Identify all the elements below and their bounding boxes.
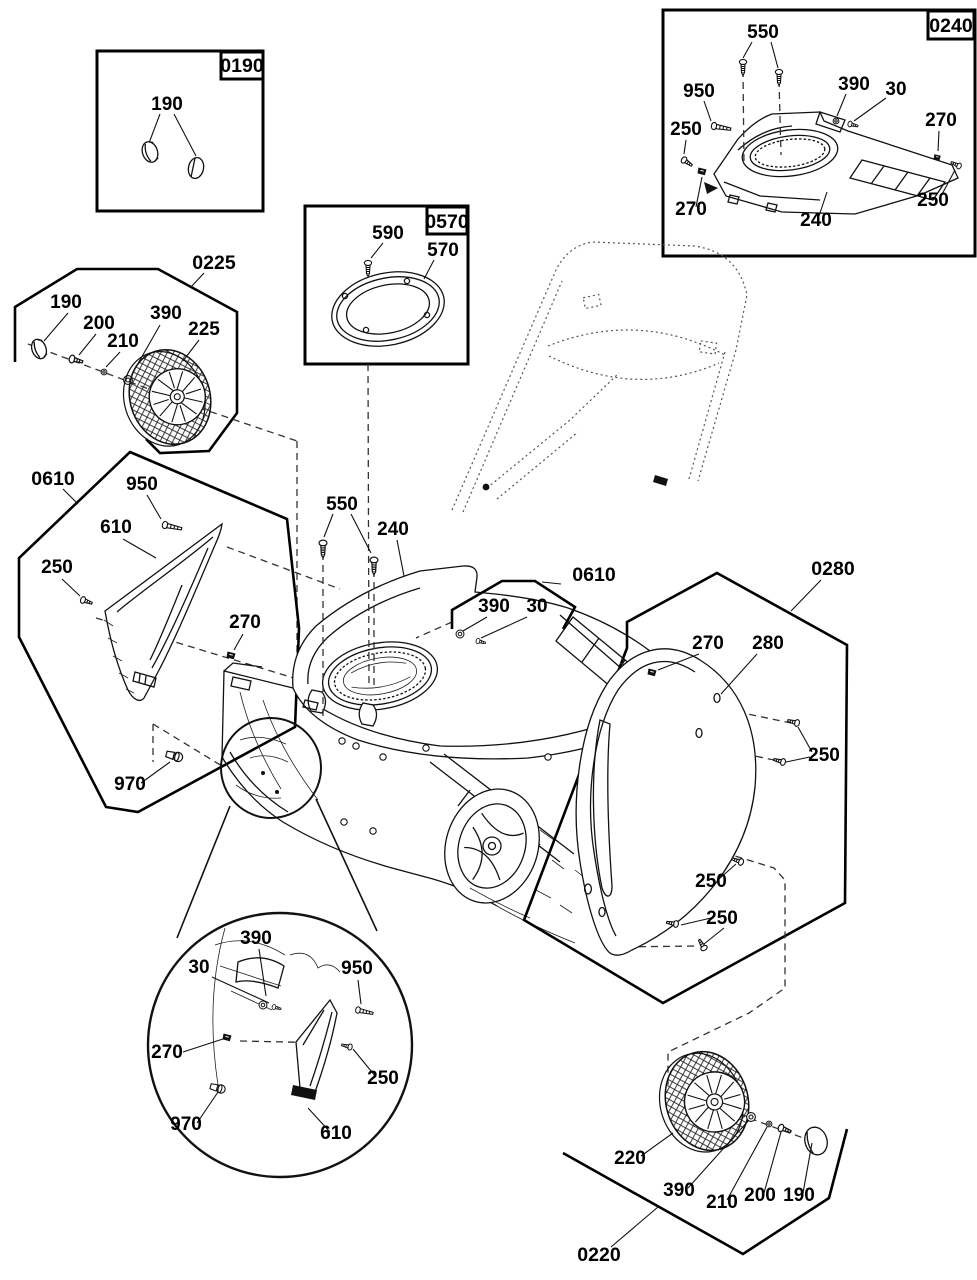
- group-tag-0225: 0225: [192, 252, 236, 274]
- group-0225-front-wheel: 0225 190 200 210 390 225: [13, 252, 298, 660]
- callout-250: 250: [41, 557, 73, 578]
- callout-610: 610: [320, 1123, 352, 1144]
- hub-cap-190: [30, 338, 48, 360]
- washer-390: [455, 629, 465, 639]
- callout-270: 270: [229, 612, 261, 633]
- callout-250: 250: [808, 745, 840, 766]
- inset-box-0190: 0190 190: [95, 49, 265, 213]
- callout-950: 950: [341, 958, 373, 979]
- washer-210: [100, 368, 108, 376]
- washer-390: [746, 1112, 756, 1122]
- callout-240: 240: [800, 210, 832, 231]
- screw-250: [79, 595, 94, 607]
- callout-250: 250: [917, 190, 949, 211]
- group-tag-0610: 0610: [31, 468, 75, 490]
- bolt-950: [161, 520, 183, 533]
- callout-270: 270: [925, 110, 957, 131]
- handlebar-ghost: [451, 241, 748, 513]
- impeller-housing: [444, 788, 540, 904]
- inset-tag-frame: [425, 205, 469, 236]
- bracket-610-part: [103, 522, 223, 701]
- callout-200: 200: [744, 1185, 776, 1206]
- callout-30: 30: [885, 79, 906, 100]
- group-0280-side-panel: 0280 270 280 250 250 250: [522, 558, 855, 1090]
- plug-cap: [141, 141, 159, 163]
- group-tag-0220: 0220: [577, 1244, 621, 1266]
- callout-225: 225: [188, 319, 220, 340]
- chassis-deck: [220, 565, 685, 944]
- pointer-outline-0610: [450, 579, 577, 630]
- hub-cap-190: [804, 1126, 828, 1156]
- callout-190: 190: [783, 1185, 815, 1206]
- group-0610-left-bracket: 0610 950 610 250 270 970: [17, 450, 341, 814]
- callout-220: 220: [614, 1148, 646, 1169]
- callout-280: 280: [752, 633, 784, 654]
- callout-250: 250: [367, 1068, 399, 1089]
- callout-950: 950: [126, 474, 158, 495]
- ring-570: [331, 271, 445, 347]
- callout-550: 550: [747, 22, 779, 43]
- washer-390: [258, 1000, 268, 1010]
- panel-280-part: [575, 648, 757, 956]
- callout-250: 250: [670, 119, 702, 140]
- cable-clip: [482, 483, 490, 491]
- callout-210: 210: [706, 1192, 738, 1213]
- inset-tag-0570: 0570: [425, 211, 469, 233]
- callout-610: 610: [100, 517, 132, 538]
- callout-270: 270: [675, 199, 707, 220]
- detail-circle: [146, 911, 414, 1179]
- inset-tag-frame: [219, 50, 265, 81]
- screw-550: [369, 556, 379, 576]
- group-0220-rear-wheel: 0220 220 390 210 200 190: [562, 1050, 849, 1266]
- callout-390: 390: [663, 1180, 695, 1201]
- inset-tag-0240: 0240: [929, 15, 973, 37]
- plug-cap: [187, 156, 205, 180]
- callout-970: 970: [114, 774, 146, 795]
- callout-30: 30: [188, 957, 209, 978]
- callout-970: 970: [170, 1114, 202, 1135]
- detail-sketch: [212, 927, 341, 1100]
- screw-250: [786, 716, 801, 728]
- inset-box-0570: 0570 590 570: [303, 204, 470, 366]
- detail-magnifier: 390 30 950 270 250 970 610: [146, 798, 414, 1179]
- callout-950: 950: [683, 81, 715, 102]
- callout-190: 190: [151, 94, 183, 115]
- callout-590: 590: [372, 223, 404, 244]
- washer-210: [765, 1120, 773, 1128]
- screw-250: [772, 755, 787, 767]
- callout-270: 270: [151, 1042, 183, 1063]
- group-tag-0280: 0280: [811, 558, 855, 580]
- callout-210: 210: [107, 331, 139, 352]
- washer-390: [832, 117, 840, 125]
- bolt-970: [164, 748, 185, 764]
- callout-270: 270: [692, 633, 724, 654]
- callout-390: 390: [478, 596, 510, 617]
- cable-clip: [653, 475, 668, 486]
- callout-250: 250: [706, 908, 738, 929]
- callout-190: 190: [50, 292, 82, 313]
- inset-tag-0190: 0190: [220, 55, 264, 77]
- callout-390: 390: [838, 74, 870, 95]
- inset-tag-frame: [926, 9, 976, 41]
- detail-source-circle: [220, 717, 322, 819]
- callout-250: 250: [695, 871, 727, 892]
- callout-390: 390: [150, 303, 182, 324]
- callout-240: 240: [377, 519, 409, 540]
- callout-30: 30: [526, 596, 547, 617]
- main-assembly: 550 240 0610 390 30: [220, 241, 748, 944]
- callout-200: 200: [83, 313, 115, 334]
- screw-250: [695, 937, 709, 953]
- wheel-225: [122, 348, 212, 447]
- callout-550: 550: [326, 494, 358, 515]
- bolt-200: [67, 353, 85, 367]
- group-tag-0610: 0610: [572, 564, 616, 586]
- screw-550: [318, 539, 328, 559]
- frame-cover-part: [704, 111, 959, 215]
- callout-570: 570: [427, 240, 459, 261]
- callout-390: 390: [240, 928, 272, 949]
- bracket-610-detail: [291, 998, 338, 1100]
- inset-box-0240: 0240 550 950 250 270 39: [661, 8, 977, 258]
- wheel-220: [658, 1050, 750, 1153]
